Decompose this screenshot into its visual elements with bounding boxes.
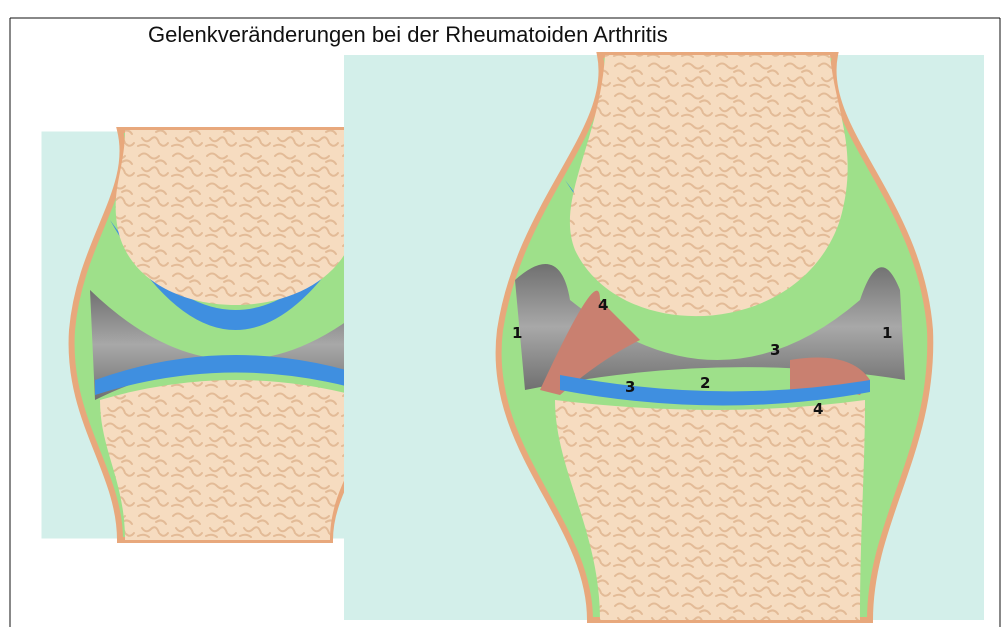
label-4-top: 4 [598,296,608,314]
label-4-bottom: 4 [813,400,823,418]
label-2: 2 [700,374,710,392]
healthy-lower-bone [100,380,372,540]
label-3-right: 3 [770,341,780,359]
arthritic-lower-bone [555,400,865,620]
label-1-left: 1 [512,324,522,342]
label-1-right: 1 [882,324,892,342]
label-3-left: 3 [625,378,635,396]
arthritic-joint: 1 1 2 3 3 4 4 [344,55,984,620]
